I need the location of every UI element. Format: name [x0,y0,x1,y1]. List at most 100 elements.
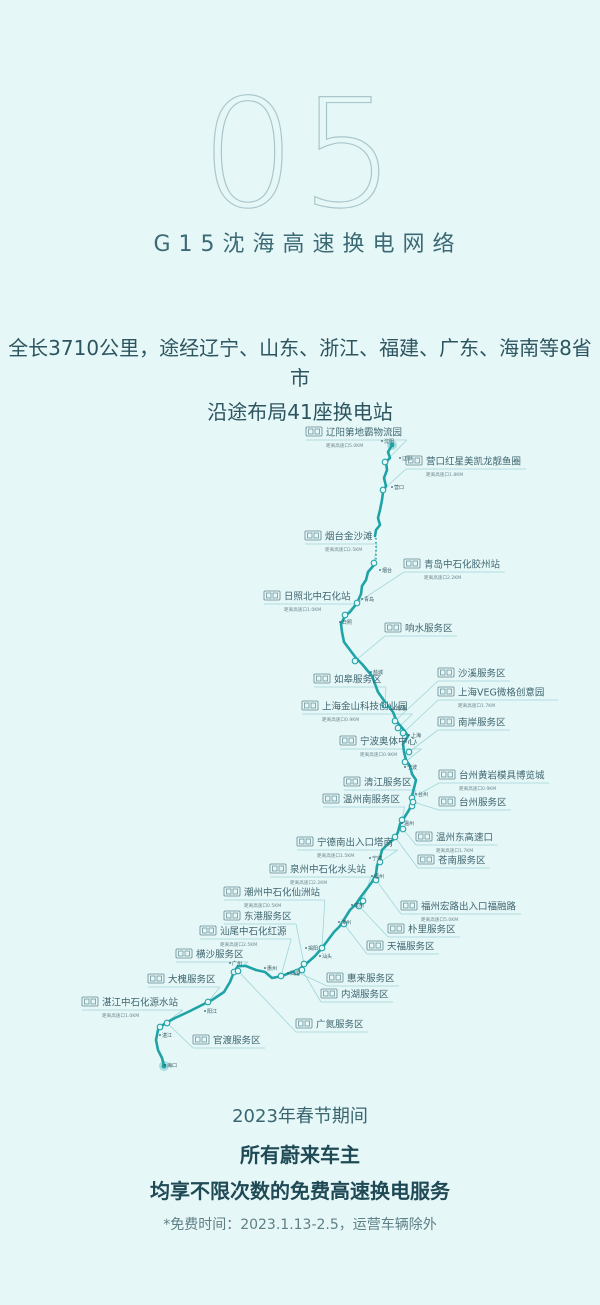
station-label[interactable]: 朴里服务区 [387,924,456,936]
city-name: 惠州 [267,965,277,972]
station-marker[interactable] [204,998,212,1006]
station-label[interactable]: 响水服务区 [384,623,453,635]
city-name: 福州 [374,873,384,880]
station-marker[interactable] [391,717,399,725]
station-label[interactable]: 广氮服务区 [295,1019,364,1031]
station-label[interactable]: 温州南服务区 [322,794,401,806]
station-label[interactable]: 内湖服务区 [320,989,389,1001]
station-marker[interactable] [353,599,361,607]
station-name: 营口红星美凯龙靓鱼圈 [426,456,521,468]
city-name: 宁德 [372,855,382,862]
station-label[interactable]: 大槐服务区 [147,974,216,986]
city-marker: 青岛 [361,596,374,603]
station-marker[interactable] [409,798,417,806]
station-label[interactable]: 如皋服务区 [313,674,382,686]
city-marker: 辽阳 [399,455,412,462]
station-name: 大槐服务区 [168,974,216,986]
station-name: 潮州中石化仙洲站 [244,887,321,899]
station-name: 温州东高速口 [436,832,493,844]
station-marker[interactable] [370,559,378,567]
station-label[interactable]: 沙溪服务区 [437,668,506,680]
swap-station-icon [438,796,456,807]
station-marker[interactable] [381,458,389,466]
station-marker[interactable] [318,944,326,952]
station-marker[interactable] [156,1023,164,1031]
leader-line [296,971,328,987]
station-distance: 距离高速口1.0KM [284,606,321,613]
city-name: 海口 [167,1062,177,1069]
station-label[interactable]: 苍南服务区 [417,855,486,867]
station-label[interactable]: 台州服务区 [438,796,507,809]
station-distance: 距离高速口5.0KM [326,442,363,449]
station-label[interactable]: 东港服务区 [223,911,292,923]
station-name: 泉州中石化水头站 [290,864,367,876]
station-name: 福州宏路出入口福融路 [421,901,517,913]
station-distance: 距离高速口1.0KM [102,1012,139,1019]
swap-station-icon [339,735,357,746]
station-marker[interactable] [234,967,242,975]
city-marker: 漳州 [338,919,351,926]
station-marker[interactable] [340,920,348,928]
station-marker[interactable] [376,858,384,866]
station-marker[interactable] [341,611,349,619]
station-label[interactable]: 官渡服务区 [192,1035,261,1047]
station-marker[interactable] [401,758,409,766]
swap-station-icon [304,530,322,541]
station-marker[interactable] [355,902,363,910]
station-name: 台州服务区 [459,797,507,809]
city-marker: 沈阳 [381,438,394,445]
city-marker: 台州 [415,791,428,798]
station-label[interactable]: 横沙服务区 [175,949,244,961]
city-marker: 日照 [339,620,352,626]
station-name: 温州南服务区 [343,794,401,806]
station-marker[interactable] [359,897,367,905]
station-marker[interactable] [405,748,413,756]
city-name: 湛江 [162,1032,172,1039]
station-marker[interactable] [381,701,389,709]
station-marker[interactable] [399,729,407,737]
station-marker[interactable] [372,876,380,884]
promo-note: *免费时间：2023.1.13-2.5，运营车辆除外 [163,1217,437,1233]
city-name: 台州 [418,791,428,798]
station-label[interactable]: 清江服务区 [343,777,412,789]
city-name: 漳州 [341,919,351,926]
station-marker[interactable] [394,724,402,732]
leader-line [375,879,402,915]
city-marker: 盐城 [370,669,383,676]
station-marker[interactable] [298,966,306,974]
station-marker[interactable] [399,825,407,833]
station-label[interactable]: 惠来服务区 [326,973,395,985]
station-marker[interactable] [277,972,285,980]
station-marker[interactable] [391,833,399,841]
city-marker: 广州 [229,960,242,967]
station-marker[interactable] [379,486,387,494]
end-point-dot [161,1063,167,1069]
station-marker[interactable] [351,657,359,665]
swap-station-icon [199,925,217,936]
station-label[interactable]: 天福服务区 [366,941,435,953]
station-marker[interactable] [163,1019,171,1027]
promo-headline-2: 均享不限次数的免费高速换电服务 [150,1179,450,1203]
station-label[interactable]: 南岸服务区 [437,717,506,729]
leader-line [356,571,405,604]
station-name: 横沙服务区 [196,949,244,961]
station-marker[interactable] [300,960,308,968]
station-distance: 距离高速口1.5KM [317,852,354,859]
city-name: 汕尾 [290,970,300,977]
